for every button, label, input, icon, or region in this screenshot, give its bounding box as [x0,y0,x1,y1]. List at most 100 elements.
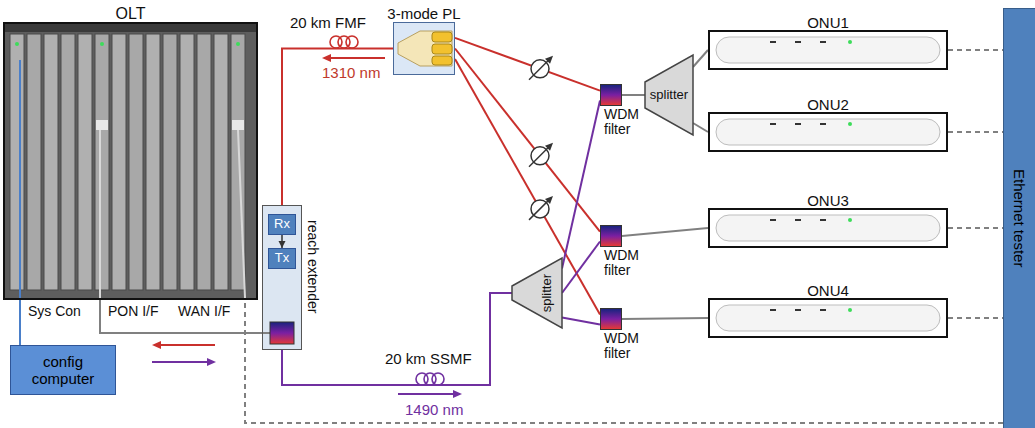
olt-cable [238,130,245,298]
fiber-connector [948,131,1003,133]
olt-card [27,34,41,290]
variable-attenuator [529,196,553,220]
fiber-connector [693,123,708,132]
fiber-connector [622,318,708,319]
onu-led [848,40,852,44]
onu-led [795,219,801,221]
olt-card [197,34,211,290]
onu-ground [710,300,946,336]
attenuator-arrow [529,60,549,80]
fiber-coil [416,373,444,385]
device-label: splitter [540,274,555,312]
olt-box: OLT [3,22,258,300]
olt-card [61,34,75,290]
fiber-connector [455,38,600,91]
extender-inner-fiber [262,332,270,334]
fiber-connector [948,317,1003,319]
coil-loop [432,373,444,385]
splitter-trapezoid: splitter [645,55,693,135]
onu-photo [710,114,946,150]
olt-card [163,34,177,290]
fiber-connector [245,300,1003,423]
fiber-length-label: 20 km SSMF [385,350,472,367]
olt-card [129,34,143,290]
onu-ground [710,32,946,68]
fiber-connector [455,59,600,315]
device-label: splitter [650,88,688,103]
photonic-lantern-box: 3-mode PL [393,22,455,75]
splitter-outline [512,258,562,328]
fiber-connector [19,300,21,345]
direction-arrow [152,54,462,398]
lantern-port [432,32,452,42]
onu-led [820,219,826,221]
attenuator-arrow [529,200,549,220]
olt-rack-top [5,24,256,32]
fiber-connector [693,50,708,67]
arrow-shaft [160,344,215,346]
onu-led [795,41,801,43]
port-label: PON I/F [108,303,159,319]
wavelength-label: 1310 nm [322,64,380,81]
olt-card [180,34,194,290]
box-label: Rx [274,217,290,232]
ethernet-tester-bar: Ethernet tester [1003,8,1035,428]
extender-label: reach extender [305,220,321,313]
olt-label: OLT [0,5,316,23]
variable-attenuator [529,143,553,167]
fiber-connector [622,228,708,236]
olt-port [96,120,108,130]
tx-box: Tx [268,248,296,269]
onu-led [770,309,776,311]
onu-led [848,122,852,126]
fiber-connector [562,242,600,294]
rx-box: Rx [268,214,296,235]
onu-led [848,218,852,222]
lantern-taper [398,31,452,66]
lantern-ground [393,22,455,75]
device-label: Ethernet tester [1011,169,1028,267]
onu-photo [710,300,946,336]
onu-led [848,308,852,312]
fiber-connector [282,49,393,206]
arrow-shaft [330,57,385,59]
onu-box: ONU2 [708,112,948,152]
arrow-head [279,241,286,248]
reach-extender-body [262,205,302,350]
wdm-filter: WDM filter [600,308,622,330]
device-label: WDM filter [604,248,642,277]
olt-card [112,34,126,290]
fiber-connector [455,49,600,232]
photonic-lantern [393,22,455,75]
onu-led [820,41,826,43]
lantern-port [432,56,452,65]
attenuator-arrow-head [545,56,553,64]
box-label: config computer [11,353,115,388]
fiber-length-label: 20 km FMF [290,14,366,31]
onu-ground [710,114,946,150]
wdm-filter: WDM filter [600,225,622,247]
fiber-connector [100,300,262,333]
olt-card [78,34,92,290]
olt-cable [99,130,101,298]
olt-card [214,34,228,290]
device-label: ONU2 [650,96,1006,113]
coil-loop [346,36,358,48]
device-label: ONU4 [650,282,1006,299]
device-label: ONU3 [650,192,1006,209]
onu-led [795,309,801,311]
olt-led [15,42,19,46]
onu-device [716,37,940,63]
onu-device [716,215,940,241]
attenuator-arrow [529,147,549,167]
arrow-head [322,54,331,62]
fiber-connector [562,318,600,325]
port-label: Sys Con [28,303,81,319]
splitter-shape [645,55,693,135]
wavelength-label: 1490 nm [405,401,463,418]
config-computer-box: config computer [10,345,116,395]
olt-led [236,42,240,46]
olt-port [232,120,244,130]
